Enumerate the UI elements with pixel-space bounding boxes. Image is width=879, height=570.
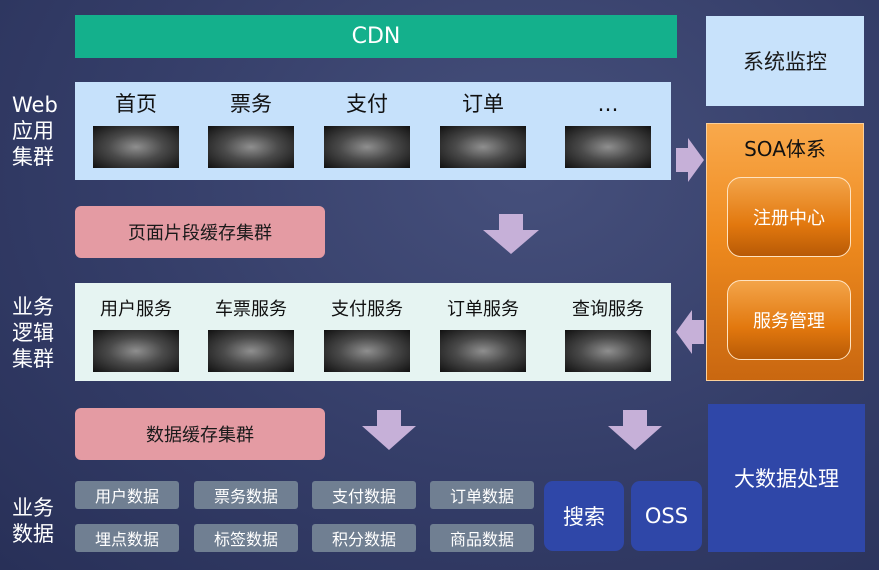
- service-title: 订单服务: [447, 299, 519, 320]
- blurred-thumbnail: [93, 126, 179, 168]
- web-item-title: 支付: [346, 92, 388, 116]
- page-fragment-cache-cluster: 页面片段缓存集群: [75, 206, 325, 258]
- blurred-thumbnail: [324, 330, 410, 372]
- data-cell-ticket: 票务数据: [194, 481, 298, 509]
- data-cell-tag: 标签数据: [194, 524, 298, 552]
- data-cell-product: 商品数据: [430, 524, 534, 552]
- blurred-thumbnail: [208, 330, 294, 372]
- data-cell-tracking: 埋点数据: [75, 524, 179, 552]
- web-item-title: …: [597, 92, 619, 116]
- blurred-thumbnail: [565, 126, 651, 168]
- web-item-title: 首页: [115, 92, 157, 116]
- arrow-left-icon: [676, 310, 704, 354]
- data-cell-payment: 支付数据: [312, 481, 416, 509]
- data-cache-cluster: 数据缓存集群: [75, 408, 325, 460]
- logic-cluster-label: 业务 逻辑 集群: [12, 295, 54, 371]
- registry-center-box: 注册中心: [727, 177, 851, 257]
- oss-box: OSS: [631, 481, 702, 551]
- service-title: 用户服务: [100, 299, 172, 320]
- arrow-down-icon: [608, 410, 662, 450]
- big-data-processing-box: 大数据处理: [708, 404, 865, 552]
- service-title: 查询服务: [572, 299, 644, 320]
- service-title: 车票服务: [215, 299, 287, 320]
- web-cluster-label: Web 应用 集群: [12, 93, 58, 169]
- business-logic-panel: 用户服务 车票服务 支付服务 订单服务 查询服务: [75, 283, 671, 381]
- blurred-thumbnail: [440, 126, 526, 168]
- web-item-title: 订单: [462, 92, 504, 116]
- business-data-label: 业务 数据: [12, 496, 54, 546]
- blurred-thumbnail: [324, 126, 410, 168]
- system-monitor-box: 系统监控: [706, 16, 864, 106]
- soa-system-panel: SOA体系 注册中心 服务管理: [706, 123, 864, 381]
- blurred-thumbnail: [565, 330, 651, 372]
- arrow-down-icon: [362, 410, 416, 450]
- web-item-title: 票务: [230, 92, 272, 116]
- soa-title: SOA体系: [744, 137, 826, 161]
- data-cell-user: 用户数据: [75, 481, 179, 509]
- search-box: 搜索: [544, 481, 624, 551]
- data-cell-order: 订单数据: [430, 481, 534, 509]
- service-management-box: 服务管理: [727, 280, 851, 360]
- blurred-thumbnail: [440, 330, 526, 372]
- data-cell-points: 积分数据: [312, 524, 416, 552]
- arrow-right-icon: [676, 138, 704, 182]
- blurred-thumbnail: [93, 330, 179, 372]
- arrow-down-icon: [483, 214, 539, 254]
- service-title: 支付服务: [331, 299, 403, 320]
- web-cluster-panel: 首页 票务 支付 订单 …: [75, 82, 671, 180]
- blurred-thumbnail: [208, 126, 294, 168]
- cdn-bar: CDN: [75, 15, 677, 58]
